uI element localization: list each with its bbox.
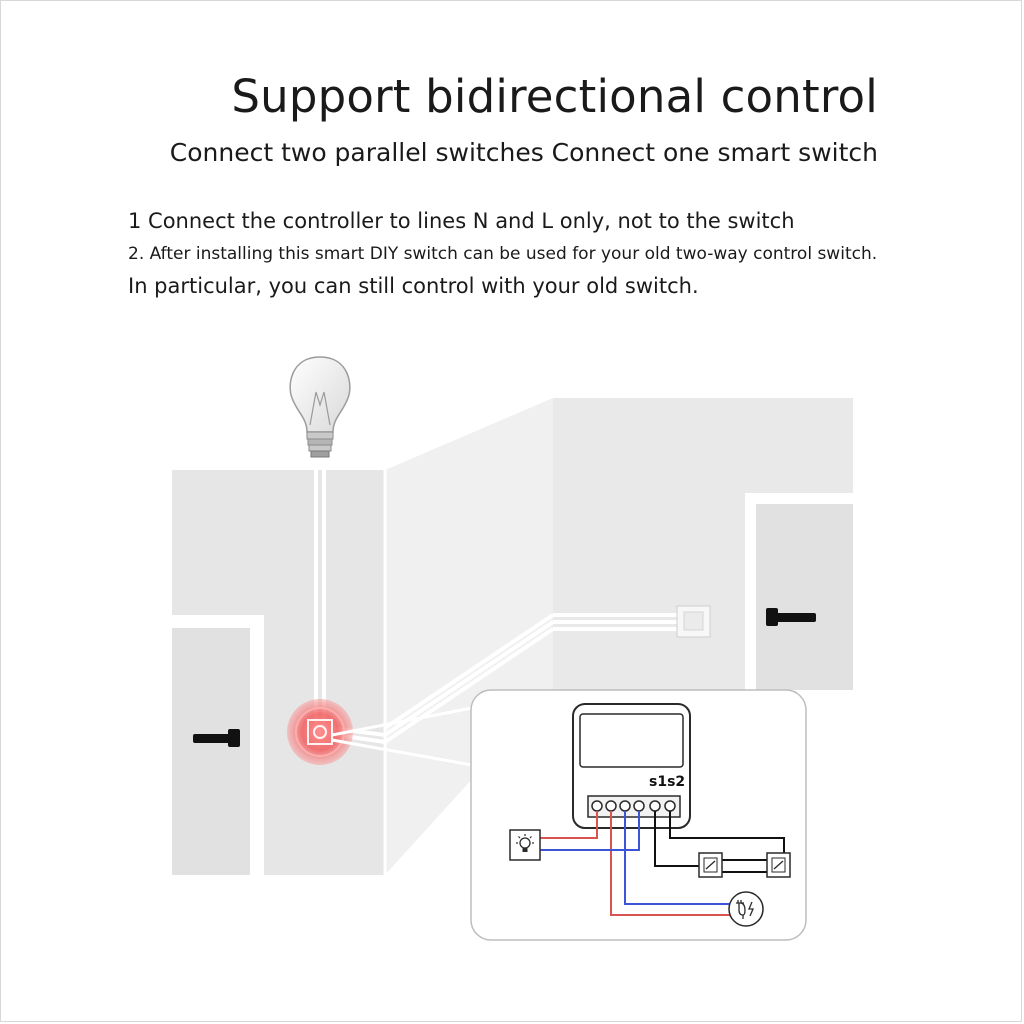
instruction-2: 2. After installing this smart DIY switc… (128, 244, 878, 264)
page-subtitle: Connect two parallel switches Connect on… (169, 138, 878, 167)
two-way-switch-icon (698, 852, 723, 878)
callout-pointer (331, 706, 473, 767)
two-way-switch-icon (766, 852, 791, 878)
wiring-lines (540, 811, 785, 916)
left-door (172, 615, 264, 875)
door-handle-icon (766, 608, 816, 626)
page-title: Support bidirectional control (231, 70, 878, 123)
instruction-1: 1 Connect the controller to lines N and … (128, 209, 795, 233)
module-terminal-label: s1s2 (649, 774, 685, 790)
cables (314, 450, 680, 744)
wall-switch-icon (676, 605, 711, 638)
smart-module-icon (572, 703, 691, 829)
instruction-3: In particular, you can still control wit… (128, 274, 699, 298)
controller-location-marker (287, 699, 353, 765)
power-plug-icon (728, 891, 764, 927)
light-bulb-icon (289, 356, 351, 458)
right-door (745, 493, 853, 690)
lamp-icon (509, 829, 541, 861)
door-handle-icon (193, 729, 240, 747)
